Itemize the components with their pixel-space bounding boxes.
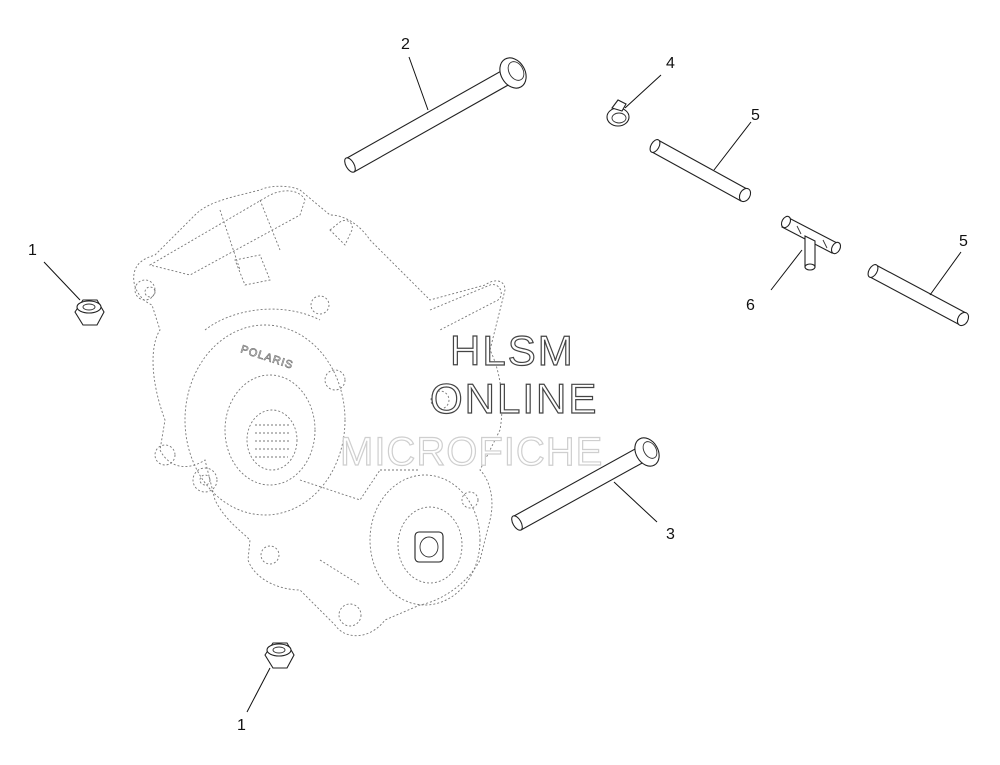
leader-lines (43, 56, 962, 713)
hose-right[interactable] (866, 263, 971, 328)
callout-long-bolt: 2 (401, 36, 410, 53)
callout-clamp: 4 (666, 55, 675, 72)
watermark-microfiche: MICROFICHE (340, 430, 603, 474)
watermark: MICROFICHE HLSM ONLINE (339, 326, 603, 474)
callout-hose-upper: 5 (751, 107, 760, 124)
callout-tee-fitting: 6 (746, 297, 755, 314)
lower-bolt[interactable] (510, 434, 664, 532)
hex-nut-lower[interactable] (264, 642, 295, 669)
callout-nut-lower: 1 (237, 717, 246, 734)
callout-hose-right: 5 (959, 233, 968, 250)
callout-lower-bolt: 3 (666, 526, 675, 543)
callout-labels: 1 1 2 3 4 5 5 6 (28, 36, 968, 734)
watermark-hlsm: HLSM (450, 327, 575, 374)
hose-clamp[interactable] (606, 99, 630, 127)
hex-nut-upper[interactable] (74, 299, 105, 326)
callout-nut-upper: 1 (28, 242, 37, 259)
watermark-online: ONLINE (430, 375, 598, 422)
hub-texture (255, 424, 290, 458)
hose-upper[interactable] (648, 138, 753, 204)
long-bolt[interactable] (343, 53, 532, 174)
housing-logo: POLARIS (239, 343, 295, 371)
tee-fitting[interactable] (780, 215, 843, 271)
